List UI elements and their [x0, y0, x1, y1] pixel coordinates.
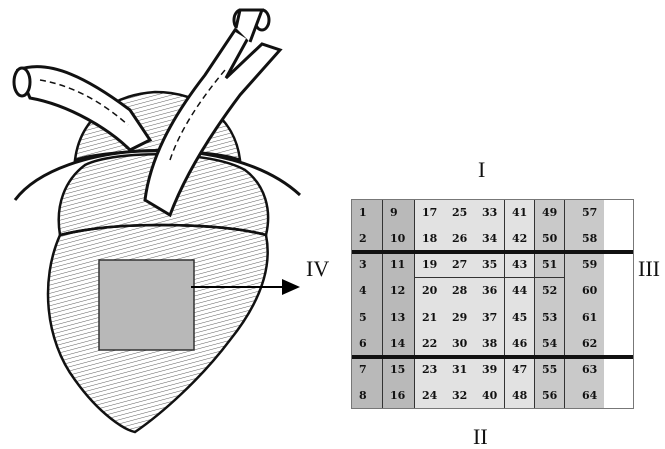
label-right: III: [638, 258, 660, 280]
sample-region: [99, 260, 194, 350]
label-top: I: [478, 159, 485, 181]
label-bottom: II: [473, 426, 488, 448]
label-left: IV: [306, 258, 329, 280]
arrowhead: [282, 279, 300, 295]
